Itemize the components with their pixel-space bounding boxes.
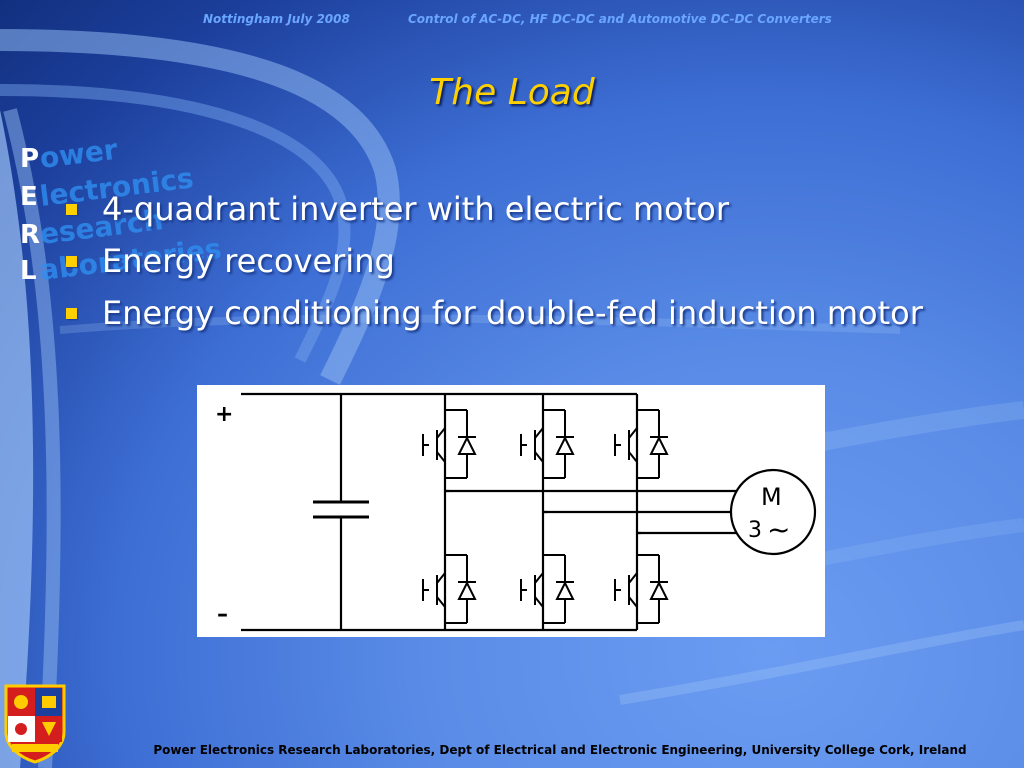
slide-footer: Power Electronics Research Laboratories,… [153,743,967,757]
phase-wires [445,489,737,535]
igbt-switch-icon [422,409,477,479]
bullet-item: Energy recovering [62,238,942,284]
motor-icon: M 3 ~ [729,468,817,556]
logo-letter-r: R [20,220,41,250]
inverter-leg [443,394,449,630]
motor-ac-symbol: ~ [767,513,790,546]
bullet-item: Energy conditioning for double-fed induc… [62,290,942,336]
inverter-circuit-diagram: + – M 3 ~ [197,385,825,637]
logo-letter-l: L [20,256,37,286]
perl-logo: P E R L ower lectronics esearch aborator… [20,133,290,290]
plus-label: + [215,402,233,427]
header-conference: Control of AC-DC, HF DC-DC and Automotiv… [408,12,832,26]
slide-title: The Load [429,72,595,113]
igbt-switch-icon [520,554,575,624]
motor-letter: M [761,483,782,511]
motor-phase-count: 3 [748,518,762,543]
capacitor-icon [313,500,369,519]
bullet-square-icon [66,308,77,319]
igbt-switch-icon [614,409,669,479]
logo-word-ower: ower [37,132,120,175]
logo-letter-p: P [20,144,40,174]
igbt-switch-icon [614,554,669,624]
igbt-switch-icon [422,554,477,624]
minus-label: – [217,602,228,627]
header-date: Nottingham July 2008 [203,12,350,26]
bullet-square-icon [66,256,77,267]
igbt-switch-icon [520,409,575,479]
bullet-list: 4-quadrant inverter with electric motor … [62,186,942,342]
bullet-item: 4-quadrant inverter with electric motor [62,186,942,232]
ireland-provinces-crest-icon [4,684,66,764]
dc-bus [241,392,637,632]
logo-letter-e: E [20,182,38,212]
bullet-square-icon [66,204,77,215]
circuit-svg: + – M 3 ~ [215,392,817,632]
